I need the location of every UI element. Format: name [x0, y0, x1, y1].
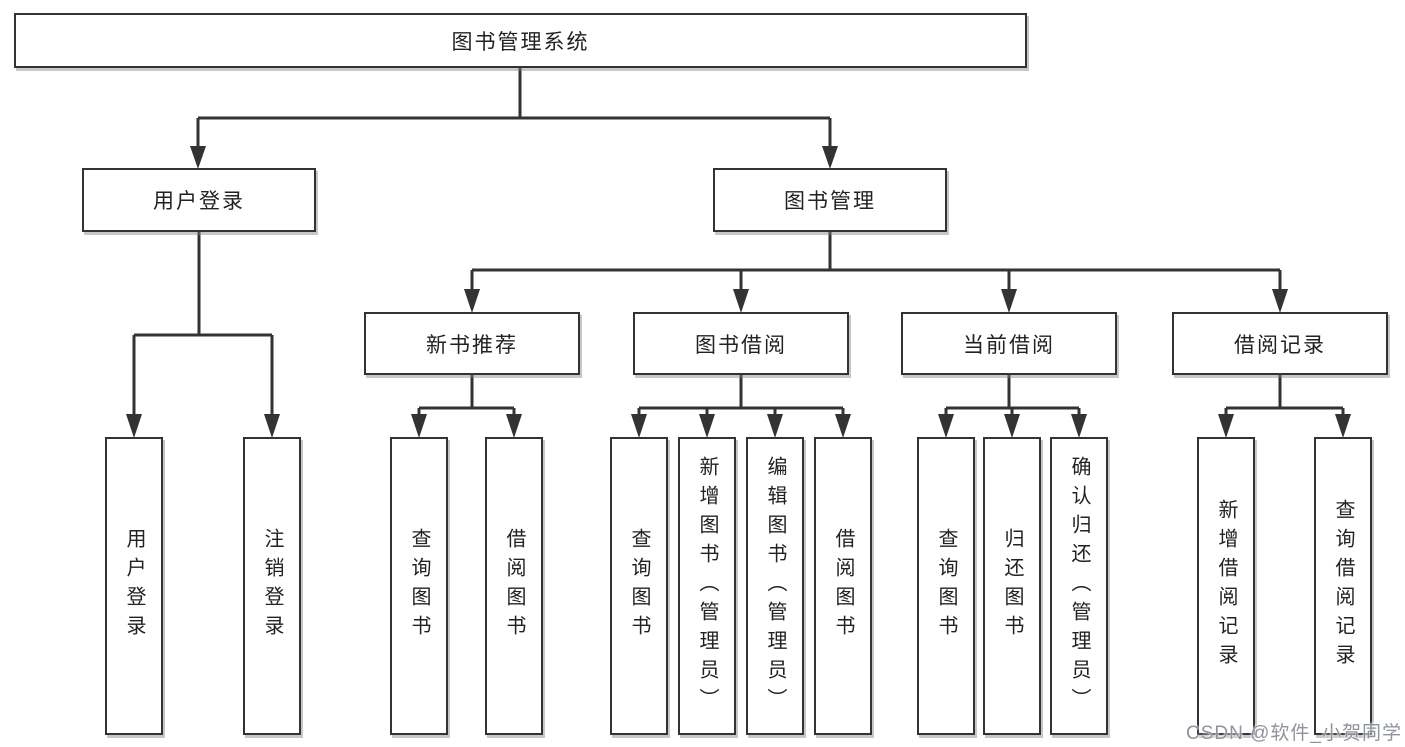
leaf-add-books-admin: 新增图书（管理员） — [678, 437, 736, 735]
leaf-label: 注销登录 — [261, 528, 283, 644]
connector-user-login-split — [126, 232, 280, 438]
leaf-label: 编辑图书（管理员） — [764, 455, 786, 717]
line — [196, 68, 832, 146]
leaf-label: 新增图书（管理员） — [696, 455, 718, 717]
node-current-borrow: 当前借阅 — [901, 312, 1117, 375]
leaf-label: 归还图书 — [1001, 528, 1023, 644]
node-label: 借阅记录 — [1234, 333, 1326, 357]
leaf-query-books-recommend: 查询图书 — [390, 437, 448, 735]
node-label: 当前借阅 — [963, 333, 1055, 357]
leaf-add-borrow-record: 新增借阅记录 — [1197, 437, 1255, 735]
leaf-query-books-current: 查询图书 — [917, 437, 975, 735]
arrowhead — [631, 414, 851, 438]
connector-borrow-records-split — [1218, 375, 1351, 438]
leaf-query-books-borrow: 查询图书 — [610, 437, 668, 735]
node-label: 图书管理 — [784, 190, 876, 213]
leaf-borrow-books: 借阅图书 — [814, 437, 872, 735]
connector-current-borrow-split — [938, 375, 1087, 438]
arrowhead — [190, 146, 838, 169]
line — [470, 232, 1282, 289]
node-new-book-recommend: 新书推荐 — [364, 312, 580, 375]
arrowhead — [938, 414, 1087, 438]
leaf-label: 用户登录 — [123, 528, 145, 644]
leaf-label: 确认归还（管理员） — [1068, 455, 1090, 717]
leaf-label: 借阅图书 — [832, 528, 854, 644]
line — [1224, 375, 1345, 414]
leaf-logout: 注销登录 — [243, 437, 301, 735]
connector-new-book-recommend-split — [411, 375, 522, 438]
node-label: 图书管理系统 — [451, 30, 590, 54]
leaf-confirm-return-admin: 确认归还（管理员） — [1050, 437, 1108, 735]
node-label: 新书推荐 — [426, 333, 518, 357]
line — [417, 375, 516, 414]
leaf-borrow-books-recommend: 借阅图书 — [485, 437, 543, 735]
node-book-management: 图书管理 — [713, 168, 947, 232]
leaf-return-books: 归还图书 — [983, 437, 1041, 735]
connector-book-management-split — [464, 232, 1288, 313]
node-borrow-records: 借阅记录 — [1172, 312, 1388, 375]
connector-book-borrow-split — [631, 375, 851, 438]
line — [637, 375, 845, 414]
node-root-system: 图书管理系统 — [14, 13, 1027, 68]
leaf-user-login: 用户登录 — [105, 437, 163, 735]
leaf-edit-books-admin: 编辑图书（管理员） — [746, 437, 804, 735]
node-label: 图书借阅 — [695, 333, 787, 357]
node-user-login: 用户登录 — [82, 168, 316, 232]
node-label: 用户登录 — [153, 190, 245, 213]
arrowhead — [464, 289, 1288, 313]
arrowhead — [411, 414, 522, 438]
leaf-label: 查询图书 — [628, 528, 650, 644]
node-book-borrow: 图书借阅 — [633, 312, 849, 375]
leaf-label: 新增借阅记录 — [1215, 499, 1237, 673]
line — [944, 375, 1081, 414]
leaf-label: 查询图书 — [935, 528, 957, 644]
csdn-watermark: CSDN @软件_小贺同学 — [1186, 723, 1402, 744]
arrowhead — [126, 414, 280, 438]
leaf-label: 借阅图书 — [503, 528, 525, 644]
connector-root-split — [190, 68, 838, 169]
leaf-label: 查询借阅记录 — [1332, 499, 1354, 673]
arrowhead — [1218, 414, 1351, 438]
line — [132, 232, 274, 414]
leaf-label: 查询图书 — [408, 528, 430, 644]
leaf-query-borrow-record: 查询借阅记录 — [1314, 437, 1372, 735]
